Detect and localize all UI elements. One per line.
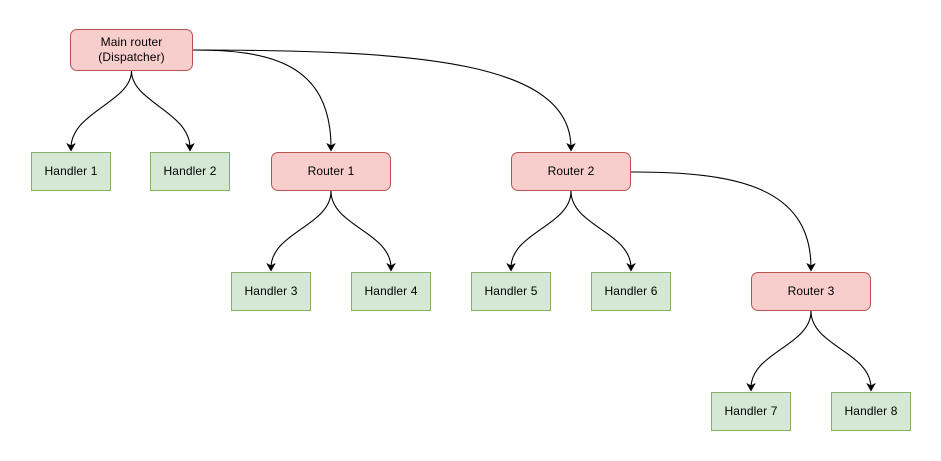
node-label: Handler 7 <box>724 404 778 418</box>
node-label: Handler 5 <box>484 284 538 298</box>
edge-main-router-to-handler-1 <box>66 70 133 152</box>
edge-line <box>510 190 572 269</box>
edge-line <box>750 310 812 389</box>
edge-main-router-to-router-2 <box>192 49 576 152</box>
edge-line <box>130 70 191 149</box>
node-main-router[interactable]: Main router (Dispatcher) <box>70 29 193 71</box>
node-label: Handler 1 <box>44 164 98 178</box>
node-handler-6[interactable]: Handler 6 <box>591 272 671 311</box>
node-label: Router 1 <box>307 164 355 178</box>
arrow-head-icon <box>66 143 76 152</box>
node-label: Handler 4 <box>364 284 418 298</box>
arrow-head-icon <box>626 263 636 272</box>
node-label: Router 3 <box>787 284 835 298</box>
node-label: Main router (Dispatcher) <box>98 35 165 64</box>
node-label: Handler 8 <box>844 404 898 418</box>
arrow-head-icon <box>185 143 195 152</box>
edge-router-1-to-handler-4 <box>330 190 396 272</box>
edge-line <box>192 49 332 149</box>
arrow-head-icon <box>506 263 516 272</box>
arrow-head-icon <box>566 143 576 152</box>
arrow-head-icon <box>326 143 336 152</box>
edge-line <box>330 190 392 269</box>
edge-router-1-to-handler-3 <box>266 190 332 272</box>
node-label: Handler 6 <box>604 284 658 298</box>
edge-router-2-to-handler-6 <box>570 190 636 272</box>
edge-line <box>270 190 332 269</box>
arrow-head-icon <box>806 263 816 272</box>
edge-main-router-to-router-1 <box>192 49 336 152</box>
edge-router-2-to-router-3 <box>630 171 816 272</box>
arrow-head-icon <box>746 383 756 392</box>
node-handler-3[interactable]: Handler 3 <box>231 272 311 311</box>
node-handler-2[interactable]: Handler 2 <box>150 152 230 191</box>
node-label: Handler 2 <box>163 164 217 178</box>
node-handler-5[interactable]: Handler 5 <box>471 272 551 311</box>
node-handler-8[interactable]: Handler 8 <box>831 392 911 431</box>
arrow-head-icon <box>386 263 396 272</box>
edge-line <box>810 310 872 389</box>
node-handler-4[interactable]: Handler 4 <box>351 272 431 311</box>
edge-line <box>192 49 572 149</box>
arrow-head-icon <box>866 383 876 392</box>
node-router-2[interactable]: Router 2 <box>511 152 631 191</box>
edge-router-3-to-handler-7 <box>746 310 812 392</box>
node-router-3[interactable]: Router 3 <box>751 272 871 311</box>
node-label: Handler 3 <box>244 284 298 298</box>
edge-router-3-to-handler-8 <box>810 310 876 392</box>
edge-main-router-to-handler-2 <box>130 70 195 152</box>
arrow-head-icon <box>266 263 276 272</box>
node-label: Router 2 <box>547 164 595 178</box>
node-handler-7[interactable]: Handler 7 <box>711 392 791 431</box>
node-router-1[interactable]: Router 1 <box>271 152 391 191</box>
edge-line <box>570 190 632 269</box>
edge-router-2-to-handler-5 <box>506 190 572 272</box>
node-handler-1[interactable]: Handler 1 <box>31 152 111 191</box>
edge-line <box>630 171 812 269</box>
edge-line <box>70 70 133 149</box>
